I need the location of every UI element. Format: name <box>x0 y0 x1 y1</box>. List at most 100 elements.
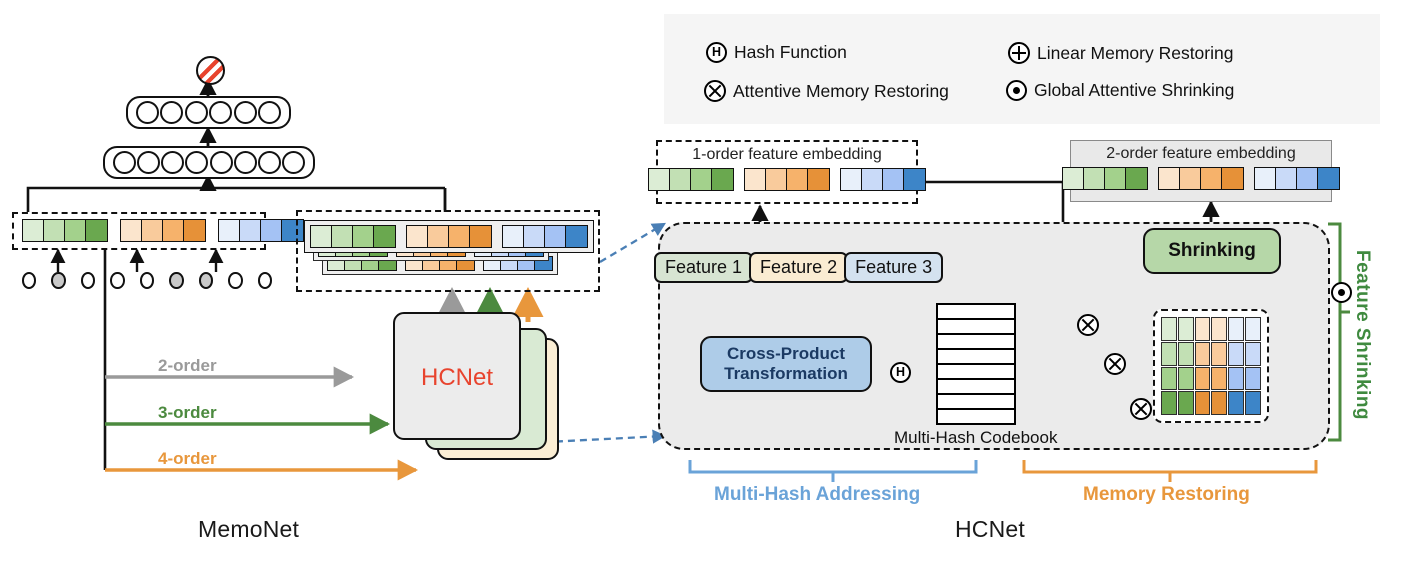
input-node <box>139 272 155 289</box>
mlp-layer-lower <box>103 146 315 179</box>
two-order-embedding-box: 2-order feature embedding <box>1062 140 1340 202</box>
legend-label-attentive: Attentive Memory Restoring <box>733 80 949 101</box>
cross-product-line2: Transformation <box>724 364 848 383</box>
neuron <box>258 101 282 124</box>
neuron <box>160 101 184 124</box>
stacked-embedding-layer-1 <box>304 220 594 253</box>
legend-label-global: Global Attentive Shrinking <box>1034 80 1235 100</box>
neuron <box>185 151 209 174</box>
embedding-group-green <box>22 219 108 242</box>
neuron <box>136 151 160 174</box>
neuron <box>282 151 306 174</box>
hash-function-icon: H <box>706 42 727 63</box>
hcnet-caption: HCNet <box>955 516 1026 542</box>
codebook-row <box>938 410 1014 423</box>
embedding-group-orange <box>1158 167 1244 190</box>
codebook-label: Multi-Hash Codebook <box>894 428 1058 447</box>
codebook-row <box>938 350 1014 365</box>
input-node <box>257 272 272 289</box>
neuron <box>233 101 257 124</box>
feature-box-1[interactable]: Feature 1 <box>654 252 754 283</box>
memonet-caption: MemoNet <box>198 516 300 542</box>
input-node <box>110 272 125 289</box>
legend-item-hash: H Hash Function <box>706 42 847 63</box>
cross-product-transformation-box[interactable]: Cross-Product Transformation <box>700 336 872 392</box>
feature-box-row: Feature 1 Feature 2 Feature 3 <box>654 252 944 283</box>
embedding-cell <box>65 220 86 241</box>
feature-label: Feature 1 <box>665 257 743 277</box>
times-circle-icon <box>1103 353 1126 375</box>
embedding-group-green <box>648 168 734 191</box>
codebook-row <box>938 305 1014 320</box>
feature-shrinking-label: Feature Shrinking <box>1352 250 1373 421</box>
neuron <box>233 151 257 174</box>
codebook-row <box>938 395 1014 410</box>
embedding-cell <box>23 220 44 241</box>
embedding-cell <box>142 220 163 241</box>
hcnet-stack-front[interactable]: HCNet <box>393 312 521 440</box>
neuron <box>161 151 185 174</box>
embedding-cell <box>261 220 282 241</box>
plus-circle-icon <box>1008 42 1030 64</box>
neuron <box>135 101 159 124</box>
embedding-group-blue <box>1254 167 1340 190</box>
dot-circle-icon <box>1331 282 1353 303</box>
one-order-embedding-box: 1-order feature embedding <box>648 140 926 204</box>
codebook-row <box>938 365 1014 380</box>
stage-label-multi-hash-addressing: Multi-Hash Addressing <box>714 484 921 505</box>
input-node <box>22 272 37 289</box>
hcnet-box-label: HCNet <box>420 364 493 391</box>
neuron <box>112 151 136 174</box>
one-order-embedding-title: 1-order feature embedding <box>692 146 882 163</box>
feature-box-3[interactable]: Feature 3 <box>844 252 944 283</box>
times-circle-icon <box>1130 398 1153 420</box>
legend-label-hash: Hash Function <box>734 42 847 62</box>
shrinking-box[interactable]: Shrinking <box>1143 228 1281 274</box>
neuron <box>184 101 208 124</box>
multi-hash-codebook <box>936 303 1016 425</box>
order-label-2: 2-order <box>158 356 217 375</box>
legend-label-linear: Linear Memory Restoring <box>1037 42 1234 63</box>
embedding-group-orange <box>744 168 830 191</box>
hash-function-icon: H <box>890 362 911 383</box>
embedding-group-orange <box>406 225 492 248</box>
output-node <box>196 56 225 85</box>
stage-label-memory-restoring: Memory Restoring <box>1083 484 1250 505</box>
embedding-group-blue <box>502 225 588 248</box>
times-circle-icon <box>1077 314 1100 336</box>
codebook-row <box>938 380 1014 395</box>
order-label-3: 3-order <box>158 403 217 422</box>
memonet-embedding-box <box>12 212 304 250</box>
neuron <box>258 151 282 174</box>
legend-item-attentive: Attentive Memory Restoring <box>704 80 949 102</box>
shrinking-label: Shrinking <box>1168 240 1256 261</box>
embedding-group-orange <box>120 219 206 242</box>
restored-memory-matrix <box>1153 309 1269 423</box>
legend-panel: H Hash Function Linear Memory Restoring … <box>664 14 1380 124</box>
times-circle-icon <box>704 80 726 102</box>
feature-label: Feature 3 <box>855 257 933 277</box>
feature-box-2[interactable]: Feature 2 <box>749 252 849 283</box>
mlp-layer-upper <box>126 96 291 129</box>
neuron <box>209 101 233 124</box>
embedding-cell <box>44 220 65 241</box>
input-node <box>198 272 214 289</box>
memonet-stacked-embedding-box <box>296 210 600 292</box>
input-node-row <box>22 272 272 289</box>
neuron <box>209 151 233 174</box>
embedding-group-blue <box>218 219 304 242</box>
input-node <box>51 272 66 289</box>
cross-product-line1: Cross-Product <box>726 344 846 364</box>
embedding-cell <box>184 220 205 241</box>
legend-item-global: Global Attentive Shrinking <box>1006 80 1234 101</box>
order-label-4: 4-order <box>158 449 217 468</box>
embedding-group-green <box>1062 167 1148 190</box>
embedding-cell <box>121 220 142 241</box>
dot-circle-icon <box>1006 80 1027 101</box>
codebook-row <box>938 320 1014 335</box>
codebook-row <box>938 335 1014 350</box>
embedding-cell <box>240 220 261 241</box>
embedding-cell <box>163 220 184 241</box>
two-order-embedding-title: 2-order feature embedding <box>1106 145 1296 162</box>
input-node <box>80 272 96 289</box>
